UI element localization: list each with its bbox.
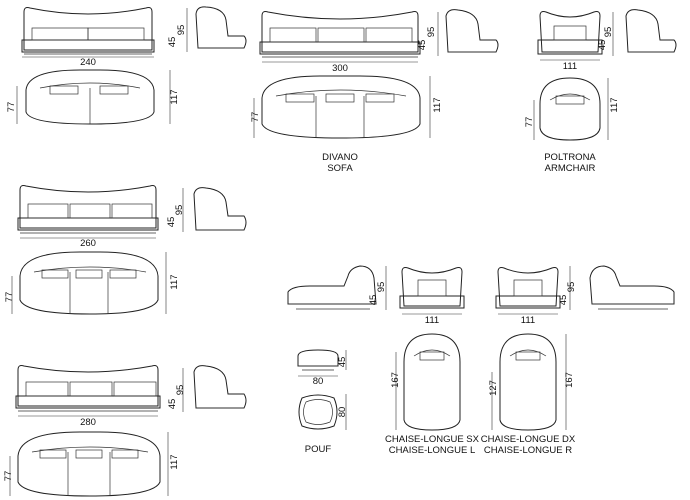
dim-111-a: 111: [563, 61, 577, 72]
chaise-sx-front: 111: [399, 267, 465, 326]
dim-95-g: 95: [175, 385, 186, 396]
dim-167-b: 167: [564, 372, 575, 388]
dim-240-label: 240: [80, 57, 96, 68]
caption-divano: DIVANO: [322, 152, 358, 163]
dim-45-c: 45: [597, 40, 608, 51]
sofa-240-side: [195, 6, 247, 49]
dim-260-label: 260: [80, 238, 96, 249]
pouf-top: 80: [298, 394, 348, 430]
dim-77-d: 77: [4, 292, 15, 303]
armchair-side: [625, 9, 677, 53]
sofa-280-side: [193, 365, 247, 409]
sofa-280-top: 117 77: [3, 431, 180, 497]
dim-95-45-b: 95 45: [417, 12, 439, 56]
dim-95-e: 95: [376, 282, 387, 293]
dim-80-a: 80: [313, 376, 324, 387]
dim-95-f: 95: [566, 282, 577, 293]
dim-280-label: 280: [80, 417, 96, 428]
chaise-sx-side: 95 45: [287, 265, 387, 310]
dim-95-c: 95: [603, 27, 614, 38]
dim-77-c: 77: [524, 117, 535, 128]
dim-45-d: 45: [166, 217, 177, 228]
dim-117-d: 117: [169, 274, 180, 289]
dim-45-g: 45: [167, 399, 178, 410]
sofa-260-top: 117 77: [4, 251, 180, 315]
sofa-300-front: 300: [259, 11, 421, 74]
dim-117-b: 117: [432, 97, 443, 112]
chaise-dx-top: 127 167: [488, 333, 575, 431]
dim-95-45-a: 95 45: [167, 8, 188, 52]
dim-45-e: 45: [368, 295, 379, 306]
armchair-front: 111 95 45: [537, 11, 614, 72]
sofa-240-front: [21, 7, 155, 55]
sofa-300-top: 117 77: [250, 75, 443, 139]
sofa-260-front: 260 95 45: [17, 185, 185, 249]
dim-300-label: 300: [332, 63, 348, 74]
caption-chaise-sx: CHAISE-LONGUE SX: [385, 434, 480, 445]
pouf-front: 80 45: [297, 349, 348, 387]
dim-127: 127: [488, 380, 499, 396]
chaise-dx-side: [589, 265, 675, 310]
dim-117-e: 117: [169, 454, 180, 469]
dim-77-b: 77: [250, 112, 261, 123]
caption-pouf: POUF: [305, 444, 332, 455]
caption-armchair: ARMCHAIR: [545, 163, 596, 174]
sofa-260-side: [193, 187, 247, 231]
caption-chaise-dx: CHAISE-LONGUE DX: [481, 434, 576, 445]
sofa-280-front: 280 95 45: [15, 365, 186, 428]
dim-95-d: 95: [174, 205, 185, 216]
caption-sofa: SOFA: [327, 163, 353, 174]
chaise-dx-front: 111 95 45: [495, 266, 577, 326]
sofa-240-top: 117 77: [6, 69, 180, 125]
dim-111-c: 111: [521, 315, 535, 326]
dim-117-a: 117: [169, 89, 180, 104]
caption-poltrona: POLTRONA: [544, 152, 596, 163]
caption-chaise-r: CHAISE-LONGUE R: [484, 445, 572, 456]
dim-111-b: 111: [425, 315, 439, 326]
dim-80-b: 80: [337, 407, 348, 418]
dim-45-b: 45: [417, 40, 428, 51]
dim-95-b: 95: [426, 27, 437, 38]
dim-167-a: 167: [390, 372, 401, 388]
caption-chaise-l: CHAISE-LONGUE L: [389, 445, 476, 456]
dim-77-a: 77: [6, 102, 17, 113]
dim-240: 240: [22, 56, 154, 68]
dim-45-pouf: 45: [337, 357, 348, 368]
dim-45-f: 45: [558, 295, 569, 306]
sofa-300-side: [445, 9, 499, 53]
dim-45-a: 45: [167, 37, 178, 48]
chaise-sx-top: 167: [390, 333, 461, 431]
dim-95-a: 95: [176, 25, 187, 36]
dim-77-e: 77: [3, 471, 14, 482]
dim-117-c: 117: [609, 97, 620, 112]
armchair-top: 117 77: [524, 77, 620, 141]
